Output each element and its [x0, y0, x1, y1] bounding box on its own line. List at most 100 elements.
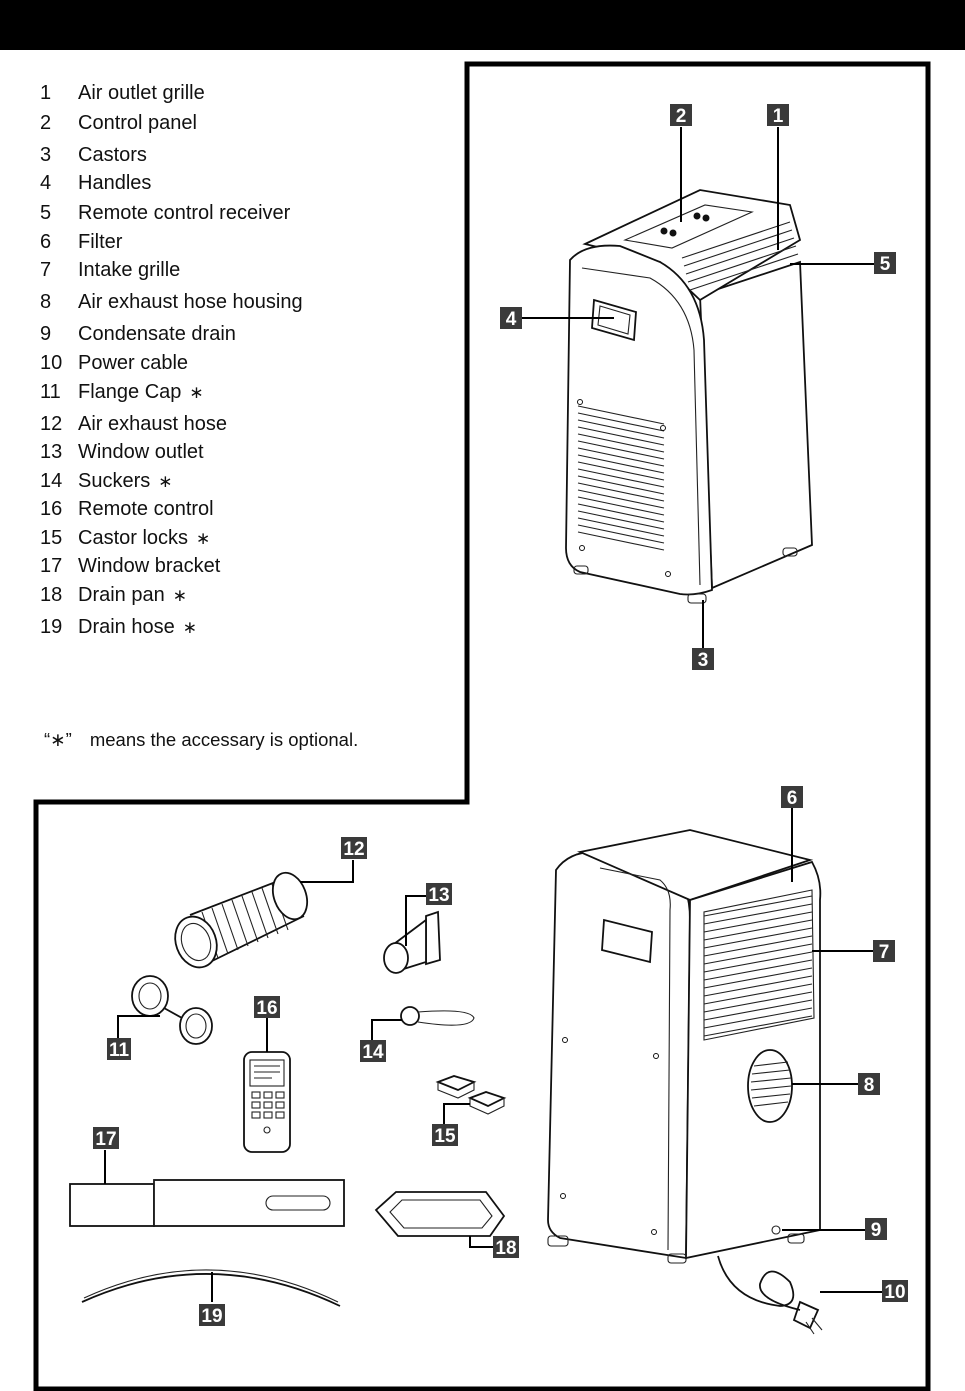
- callout-7: 7: [873, 940, 895, 963]
- part-name: Window bracket: [78, 555, 221, 577]
- svg-text:7: 7: [879, 942, 890, 963]
- part-number: 5: [40, 202, 52, 224]
- callout-14: 14: [360, 1040, 386, 1063]
- callout-18: 18: [493, 1236, 519, 1259]
- part-name: Castor locks∗: [78, 527, 211, 549]
- part-name: Handles: [78, 172, 152, 194]
- svg-text:8: 8: [864, 1075, 875, 1096]
- callout-15: 15: [432, 1124, 458, 1147]
- part-name: Suckers∗: [78, 470, 173, 492]
- part-name: Drain pan∗: [78, 584, 187, 606]
- part-number: 8: [40, 291, 52, 313]
- svg-text:9: 9: [871, 1220, 882, 1241]
- part-name: Air outlet grille: [78, 82, 205, 104]
- part-number: 14: [40, 470, 63, 492]
- callout-9: 9: [865, 1218, 887, 1241]
- part-name: Air exhaust hose: [78, 413, 227, 435]
- front-intake-grille: [577, 405, 665, 551]
- svg-text:13: 13: [428, 885, 449, 906]
- callout-3: 3: [692, 648, 714, 671]
- callout-19: 19: [199, 1304, 225, 1327]
- optional-mark: ∗: [189, 383, 204, 402]
- part-name: Remote control receiver: [78, 202, 291, 224]
- optional-mark: ∗: [182, 618, 197, 637]
- callout-4: 4: [500, 307, 522, 330]
- front-unit-illustration: [565, 189, 813, 604]
- svg-text:3: 3: [698, 650, 709, 671]
- callout-17: 17: [93, 1127, 119, 1150]
- remote-control-illustration: [243, 1051, 291, 1153]
- svg-text:15: 15: [434, 1126, 456, 1147]
- callout-11: 11: [107, 1038, 131, 1061]
- flange-cap-illustration: [131, 975, 213, 1045]
- window-outlet-illustration: [383, 910, 441, 974]
- callout-1: 1: [767, 104, 789, 127]
- callout-16: 16: [254, 996, 280, 1019]
- part-number: 11: [40, 381, 61, 403]
- optional-mark: ∗: [158, 472, 173, 491]
- part-name: Intake grille: [78, 259, 181, 281]
- optional-mark: ∗: [172, 586, 187, 605]
- optional-mark: ∗: [196, 529, 211, 548]
- part-number: 9: [40, 323, 52, 345]
- part-number: 15: [40, 527, 63, 549]
- header-bar: [0, 0, 965, 50]
- optional-note-text: means the accessary is optional.: [89, 729, 359, 750]
- part-number: 4: [40, 172, 52, 194]
- castor-locks-illustration: [435, 1075, 507, 1115]
- part-name: Flange Cap∗: [78, 381, 204, 403]
- svg-text:10: 10: [884, 1282, 905, 1303]
- part-name: Remote control: [78, 498, 214, 520]
- part-name: Power cable: [78, 352, 189, 374]
- part-number: 16: [40, 498, 63, 520]
- drain-hose-illustration: [81, 1269, 341, 1307]
- part-name: Condensate drain: [78, 323, 236, 345]
- callout-13: 13: [426, 883, 452, 906]
- callout-10: 10: [882, 1280, 908, 1303]
- svg-text:11: 11: [109, 1040, 130, 1061]
- button-dot: [660, 227, 668, 235]
- part-name: Castors: [78, 144, 147, 166]
- part-number: 3: [40, 144, 52, 166]
- svg-text:2: 2: [676, 106, 687, 127]
- suckers-illustration: [400, 1006, 475, 1026]
- part-name: Filter: [78, 231, 123, 253]
- optional-note: “∗” means the accessary is optional.: [44, 729, 358, 751]
- part-number: 2: [40, 112, 52, 134]
- svg-text:14: 14: [362, 1042, 384, 1063]
- diagram-frame: [33, 61, 931, 1391]
- part-number: 10: [40, 352, 63, 374]
- callout-2: 2: [670, 104, 692, 127]
- part-name: Window outlet: [78, 441, 204, 463]
- optional-symbol: “∗”: [44, 729, 72, 750]
- part-number: 17: [40, 555, 63, 577]
- part-number: 12: [40, 413, 63, 435]
- exhaust-hose-illustration: [174, 871, 309, 969]
- callout-5: 5: [874, 252, 896, 275]
- svg-text:16: 16: [256, 998, 277, 1019]
- callout-8: 8: [858, 1073, 880, 1096]
- part-number: 7: [40, 259, 52, 281]
- callout-6: 6: [781, 786, 803, 809]
- svg-text:1: 1: [773, 106, 784, 127]
- rear-unit-illustration: [547, 829, 823, 1335]
- drain-pan-illustration: [374, 1191, 506, 1237]
- svg-text:19: 19: [201, 1306, 222, 1327]
- part-number: 1: [40, 82, 52, 104]
- svg-text:18: 18: [495, 1238, 516, 1259]
- rear-intake-grille: [703, 889, 815, 1041]
- svg-text:6: 6: [787, 788, 798, 809]
- part-number: 13: [40, 441, 63, 463]
- svg-text:17: 17: [95, 1129, 116, 1150]
- part-name: Control panel: [78, 112, 197, 134]
- part-number: 19: [40, 616, 63, 638]
- svg-text:5: 5: [880, 254, 891, 275]
- svg-text:4: 4: [506, 309, 517, 330]
- svg-text:12: 12: [343, 839, 364, 860]
- part-number: 18: [40, 584, 63, 606]
- part-name: Air exhaust hose housing: [78, 291, 303, 313]
- part-number: 6: [40, 231, 52, 253]
- part-name: Drain hose∗: [78, 616, 197, 638]
- window-bracket-illustration: [69, 1179, 345, 1227]
